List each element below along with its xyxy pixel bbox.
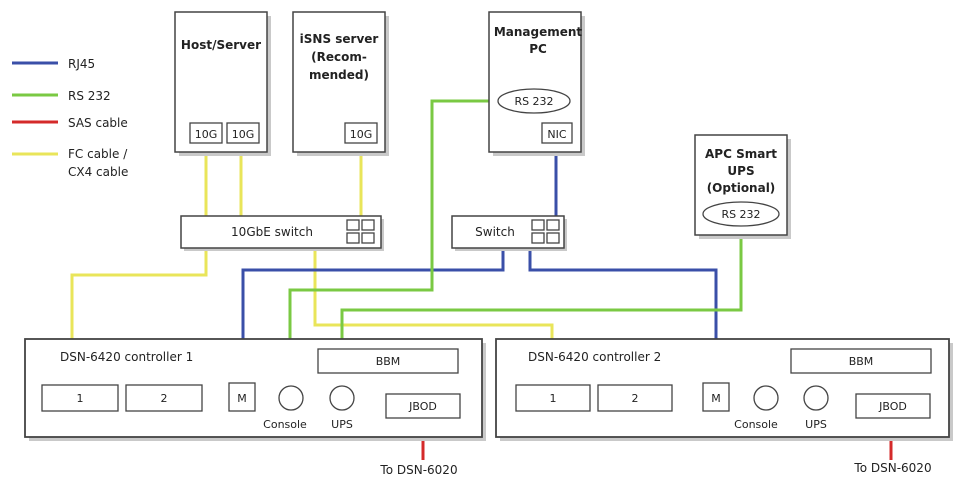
switch-10gbe: 10GbE switch bbox=[180, 215, 384, 251]
switch-10gbe-port-a bbox=[346, 219, 360, 231]
apc-ups: APC Smart UPS (Optional) RS 232 bbox=[694, 134, 791, 239]
management-pc: Management PC RS 232 NIC bbox=[488, 11, 585, 156]
ups-title-line2: UPS bbox=[727, 164, 754, 178]
mgmt-title-line2: PC bbox=[529, 42, 547, 56]
isns-server: iSNS server (Recom- mended) 10G bbox=[292, 11, 389, 156]
controller-2-ups-port bbox=[803, 385, 829, 411]
controller-1-port-1 bbox=[41, 384, 119, 412]
controller-1-ups-label: UPS bbox=[331, 418, 353, 431]
ups-rs232-label: RS 232 bbox=[721, 208, 760, 221]
isns-title-line2: (Recom- bbox=[311, 50, 367, 64]
controller-2-m-label: M bbox=[711, 392, 721, 405]
host-port-1 bbox=[189, 122, 223, 144]
legend: RJ45 RS 232 SAS cable FC cable / CX4 cab… bbox=[12, 57, 128, 179]
controller-1-bbm-label: BBM bbox=[376, 355, 401, 368]
switch-port-c bbox=[531, 232, 545, 244]
mgmt-rs232-port bbox=[497, 88, 571, 114]
yellow-cable-ctrl1-port1 bbox=[70, 250, 208, 384]
switch-port-a bbox=[531, 219, 545, 231]
controller-1-console-port bbox=[278, 385, 304, 411]
legend-label-rj45: RJ45 bbox=[68, 57, 95, 71]
switch-10gbe-label: 10GbE switch bbox=[231, 225, 313, 239]
switch: Switch bbox=[451, 215, 567, 251]
controller-2-jbod-label: JBOD bbox=[878, 400, 907, 413]
controller-1-port-2 bbox=[125, 384, 203, 412]
host-port-2 bbox=[226, 122, 260, 144]
controller-2-title: DSN-6420 controller 2 bbox=[528, 350, 661, 364]
controller-2: DSN-6420 controller 2 1 2 M Console UPS … bbox=[495, 338, 953, 475]
controller-2-bbm-label: BBM bbox=[849, 355, 874, 368]
controller-1-ups-port bbox=[329, 385, 355, 411]
controller-1-m-label: M bbox=[237, 392, 247, 405]
switch-port-d bbox=[546, 232, 560, 244]
controller-1: DSN-6420 controller 1 1 2 M Console UPS … bbox=[24, 338, 486, 477]
switch-port-b bbox=[546, 219, 560, 231]
ups-title-line1: APC Smart bbox=[705, 147, 777, 161]
controller-1-jbod-label: JBOD bbox=[408, 400, 437, 413]
blue-cable-ctrl2-m bbox=[528, 248, 718, 382]
mgmt-rs232-label: RS 232 bbox=[514, 95, 553, 108]
host-server: Host/Server 10G 10G bbox=[174, 11, 271, 156]
controller-1-jbod bbox=[385, 393, 461, 419]
legend-label-fc: FC cable / bbox=[68, 147, 128, 161]
blue-cable-ctrl1-m bbox=[241, 248, 505, 382]
legend-label-sas: SAS cable bbox=[68, 116, 128, 130]
controller-1-m-port bbox=[228, 382, 256, 412]
ups-title-line3: (Optional) bbox=[707, 181, 776, 195]
controller-2-port-2 bbox=[597, 384, 673, 412]
controller-2-port-1 bbox=[515, 384, 591, 412]
controller-2-console-label: Console bbox=[734, 418, 778, 431]
switch-label: Switch bbox=[475, 225, 515, 239]
host-port-2-label: 10G bbox=[232, 128, 255, 141]
controller-2-bbm bbox=[790, 348, 932, 374]
host-server-title: Host/Server bbox=[181, 38, 261, 52]
controller-1-console-label: Console bbox=[263, 418, 307, 431]
ups-rs232-port bbox=[702, 201, 780, 227]
mgmt-title-line1: Management bbox=[494, 25, 583, 39]
controller-2-ups-label: UPS bbox=[805, 418, 827, 431]
controller-2-to-label: To DSN-6020 bbox=[853, 461, 931, 475]
switch-10gbe-port-c bbox=[346, 232, 360, 244]
controller-2-port-1-label: 1 bbox=[550, 392, 557, 405]
legend-label-cx4: CX4 cable bbox=[68, 165, 128, 179]
switch-box bbox=[451, 215, 565, 249]
controller-1-title: DSN-6420 controller 1 bbox=[60, 350, 193, 364]
controller-1-port-1-label: 1 bbox=[77, 392, 84, 405]
isns-title-line1: iSNS server bbox=[300, 32, 379, 46]
switch-10gbe-port-b bbox=[361, 219, 375, 231]
mgmt-nic-port bbox=[541, 122, 573, 144]
isns-port bbox=[344, 122, 378, 144]
controller-2-m-port bbox=[702, 382, 730, 412]
controller-1-bbm bbox=[317, 348, 459, 374]
isns-title-line3: mended) bbox=[309, 68, 369, 82]
controller-1-port-2-label: 2 bbox=[161, 392, 168, 405]
legend-label-rs232: RS 232 bbox=[68, 89, 111, 103]
green-cable-mgmt-console bbox=[288, 99, 498, 384]
controller-2-jbod bbox=[855, 393, 931, 419]
host-port-1-label: 10G bbox=[195, 128, 218, 141]
controller-1-to-label: To DSN-6020 bbox=[379, 463, 457, 477]
isns-port-label: 10G bbox=[350, 128, 373, 141]
controller-2-console-port bbox=[753, 385, 779, 411]
controller-2-port-2-label: 2 bbox=[632, 392, 639, 405]
mgmt-nic-label: NIC bbox=[547, 128, 566, 141]
switch-10gbe-port-d bbox=[361, 232, 375, 244]
